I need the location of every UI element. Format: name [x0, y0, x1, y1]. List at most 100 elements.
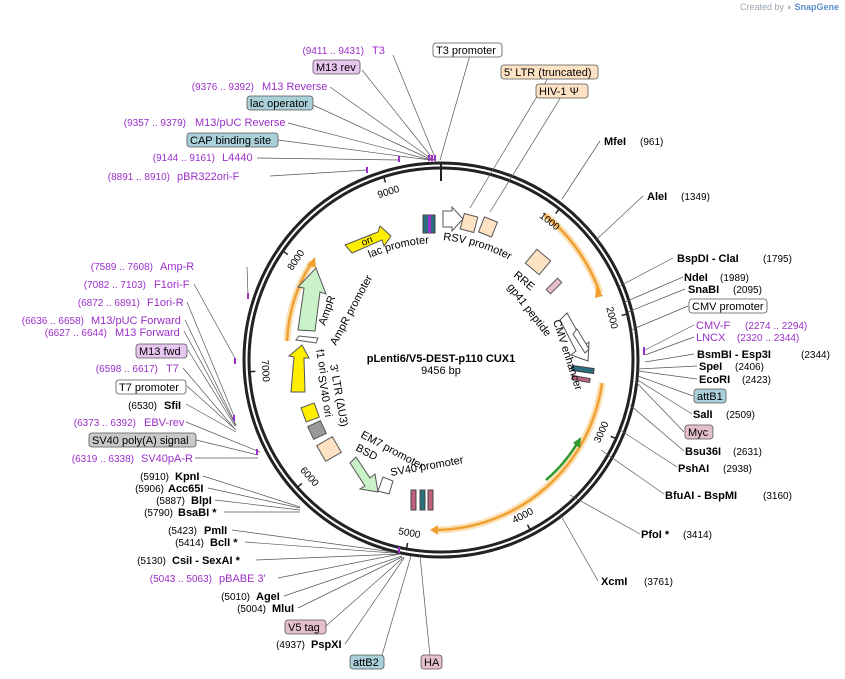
bsmbi-pos: (2344) — [801, 350, 830, 361]
orange-arc-2 — [435, 382, 604, 532]
t7-label: T7 — [166, 363, 179, 375]
pbabe-range: (5043 .. 5063) — [150, 574, 212, 585]
myc-feature — [571, 374, 591, 384]
cap-binding-label: CAP binding site — [190, 135, 271, 147]
orange-arc-1 — [544, 214, 602, 294]
attb1-feature — [571, 364, 595, 375]
ori-feature — [344, 225, 392, 254]
attb2-feature — [419, 489, 426, 511]
snabi-pos: (2095) — [733, 285, 762, 296]
csii-label: CsiI - SexAI * — [172, 555, 241, 567]
spei-pos: (2406) — [735, 362, 764, 373]
attb2-box — [349, 654, 385, 670]
tick-label-2000: 2000 — [603, 306, 619, 331]
blpi-label: BlpI — [191, 495, 212, 507]
pbr322-range: (8891 .. 8910) — [108, 172, 170, 183]
hiv-psi-box — [535, 83, 589, 99]
m13-reverse-range: (9376 .. 9392) — [192, 82, 254, 93]
spei-label: SpeI — [699, 361, 722, 373]
ampr-label: AmpR — [317, 294, 339, 327]
v5-tag-box — [284, 619, 327, 635]
myc-box — [684, 424, 714, 440]
ha-box — [420, 654, 443, 670]
ebv-rev-label: EBV-rev — [144, 417, 185, 429]
sv40-polya-box — [88, 432, 197, 448]
tick-label-7000: 7000 — [259, 359, 271, 382]
acc65i-label: Acc65I — [168, 483, 203, 495]
ampr-feature — [296, 267, 327, 332]
ha-label: HA — [424, 657, 440, 669]
ebv-rev-range: (6373 .. 6392) — [74, 418, 136, 429]
myc-label: Myc — [688, 427, 709, 439]
lac-operator-box — [246, 95, 314, 111]
xcmi-pos: (3761) — [644, 577, 673, 588]
cmv-promoter-label: CMV promoter — [692, 301, 764, 313]
pshai-pos: (2938) — [723, 464, 752, 475]
v5-feature — [427, 489, 434, 511]
bfuai-pos: (3160) — [763, 491, 792, 502]
bsmbi-label: BsmBI - Esp3I — [697, 349, 771, 361]
rsv-promoter-feature — [442, 205, 464, 233]
orange-arc-2-arrowhead — [430, 525, 438, 535]
ori-label: ori — [360, 234, 374, 248]
xcmi-label: XcmI — [601, 576, 627, 588]
m13-rev-feature — [428, 215, 431, 233]
orange-arc-3 — [285, 261, 314, 342]
bspdi-label: BspDI - ClaI — [677, 253, 739, 265]
attb1-label: attB1 — [697, 391, 723, 403]
orange-arc-3-arrowhead — [307, 257, 316, 268]
lncx-range: (2320 .. 2344) — [737, 333, 799, 344]
l4440-label: L4440 — [222, 152, 253, 164]
bsabi-label: BsaBI * — [178, 507, 217, 519]
tick-mark-1000 — [555, 208, 560, 215]
hiv-psi-label: HIV-1 Ψ — [539, 86, 579, 98]
kpni-label: KpnI — [175, 471, 199, 483]
sv40-polya-label: SV40 poly(A) signal — [92, 435, 189, 447]
f1-ori-feature — [287, 344, 310, 393]
tick-mark-4000 — [526, 524, 531, 531]
sali-label: SalI — [693, 409, 713, 421]
tick-mark-6000 — [296, 482, 303, 488]
pmli-label: PmlI — [204, 525, 227, 537]
f1-ori-label: f1 ori — [313, 348, 329, 374]
5ltr-feature — [459, 212, 479, 234]
acc65i-pos: (5906) — [135, 484, 164, 495]
m13-rev-box — [312, 59, 361, 75]
alei-pos: (1349) — [681, 192, 710, 203]
t7-promoter-box — [115, 379, 187, 395]
sv40-ori-feature — [300, 402, 320, 423]
cmv-enhancer-feature — [572, 328, 590, 354]
f1ori-f-range: (7082 .. 7103) — [84, 280, 146, 291]
t3-range: (9411 .. 9431) — [302, 46, 364, 57]
ampr-primer-label: Amp-R — [160, 261, 194, 273]
v5-tag-label: V5 tag — [288, 622, 320, 634]
5ltr-label: 5' LTR (truncated) — [504, 67, 591, 79]
bsd-feature — [349, 456, 379, 493]
rre-feature — [524, 248, 552, 276]
tick-mark-5000 — [405, 542, 409, 550]
bfuai-label: BfuAI - BspMI — [665, 490, 737, 502]
m13-puc-forward-label: M13/pUC Forward — [91, 315, 181, 327]
m13-forward-range: (6627 .. 6644) — [45, 328, 107, 339]
ecori-pos: (2423) — [742, 375, 771, 386]
f1ori-r-label: F1ori-R — [147, 297, 184, 309]
orange-arc-1-arrowhead — [595, 287, 603, 298]
pspxi-pos: (4937) — [276, 640, 305, 651]
watermark-brand: SnapGene — [794, 2, 839, 12]
tick-label-3000: 3000 — [592, 420, 611, 445]
gp41-feature — [545, 277, 563, 295]
sv40pa-r-range: (6319 .. 6338) — [72, 454, 134, 465]
ampr-promoter-label: AmpR promoter — [328, 273, 375, 347]
t3-label: T3 — [372, 45, 385, 57]
kpni-pos: (5910) — [140, 472, 169, 483]
watermark-created-by: Created by — [739, 2, 785, 12]
outer-labels: (9411 .. 9431) T3 M13 rev (9376 .. 9392)… — [22, 42, 830, 670]
f1ori-f-label: F1ori-F — [154, 279, 190, 291]
pspxi-label: PspXI — [311, 639, 342, 651]
tick-mark-8000 — [282, 250, 289, 256]
tick-mark-2000 — [621, 313, 628, 317]
tick-label-6000: 6000 — [297, 465, 320, 489]
hiv-psi-feature — [477, 216, 499, 238]
blpi-pos: (5887) — [156, 496, 185, 507]
csii-pos: (5130) — [137, 556, 166, 567]
